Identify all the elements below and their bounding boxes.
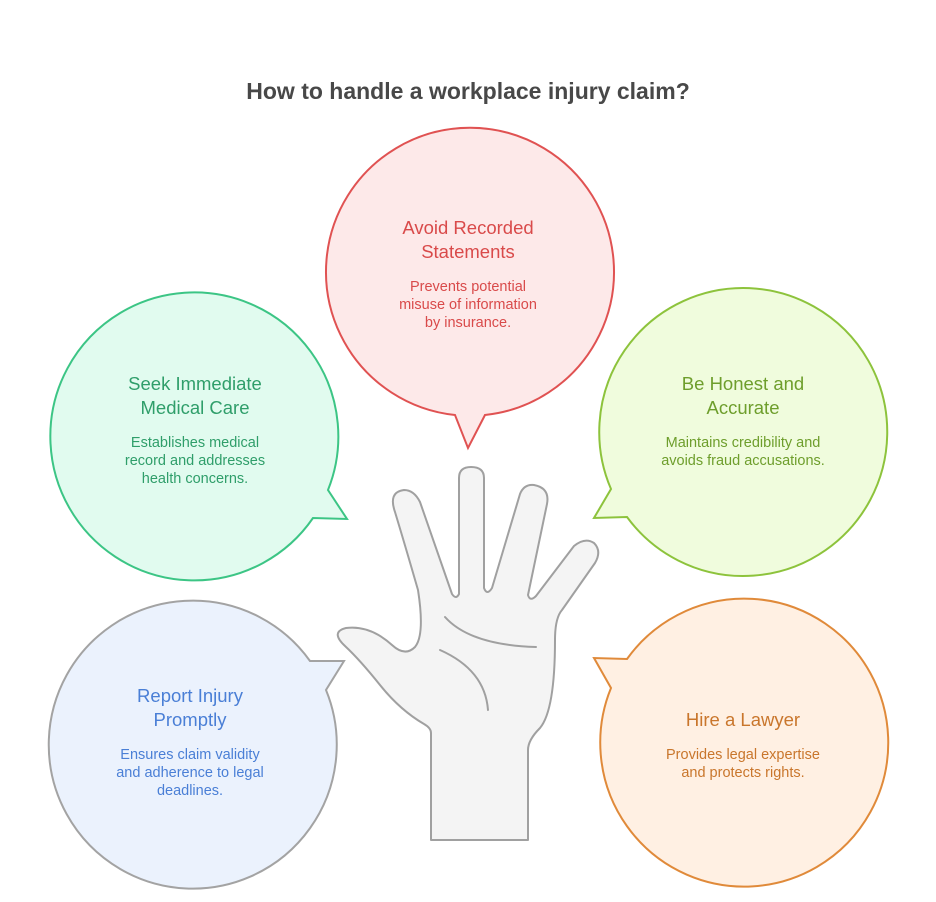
bubble-title: Be Honest and Accurate: [681, 373, 805, 418]
bubble-description: Provides legal expertise and protects ri…: [666, 747, 820, 781]
bubble-title: Seek Immediate Medical Care: [128, 373, 262, 418]
bubble-report-injury-promptly: [47, 599, 346, 890]
bubble-title: Report Injury Promptly: [137, 685, 243, 730]
bubble-text-hire-a-lawyer: Hire a Lawyer Provides legal expertise a…: [648, 708, 838, 782]
hand-outline: [336, 466, 600, 841]
diagram-title: How to handle a workplace injury claim?: [246, 78, 690, 104]
bubble-description: Establishes medical record and addresses…: [124, 435, 266, 487]
raised-hand-icon: [336, 466, 600, 841]
palm-line-upper: [444, 616, 537, 648]
bubble-title: Hire a Lawyer: [685, 709, 801, 730]
bubble-seek-immediate-medical-care: [49, 291, 349, 582]
bubble-text-seek-immediate-medical-care: Seek Immediate Medical Care Establishes …: [100, 372, 290, 488]
bubble-title: Avoid Recorded Statements: [402, 217, 534, 262]
bubble-text-report-injury-promptly: Report Injury Promptly Ensures claim val…: [95, 684, 285, 800]
bubble-text-avoid-recorded-statements: Avoid Recorded Statements Prevents poten…: [370, 216, 566, 332]
bubble-avoid-recorded-statements: [325, 126, 615, 451]
bubble-description: Maintains credibility and avoids fraud a…: [661, 435, 825, 469]
bubble-description: Prevents potential misuse of information…: [399, 279, 537, 331]
bubble-description: Ensures claim validity and adherence to …: [116, 747, 264, 799]
bubble-text-be-honest-and-accurate: Be Honest and Accurate Maintains credibi…: [648, 372, 838, 470]
bubble-be-honest-and-accurate: [592, 287, 889, 577]
bubble-hire-a-lawyer: [592, 597, 890, 888]
palm-line-lower: [439, 649, 489, 711]
